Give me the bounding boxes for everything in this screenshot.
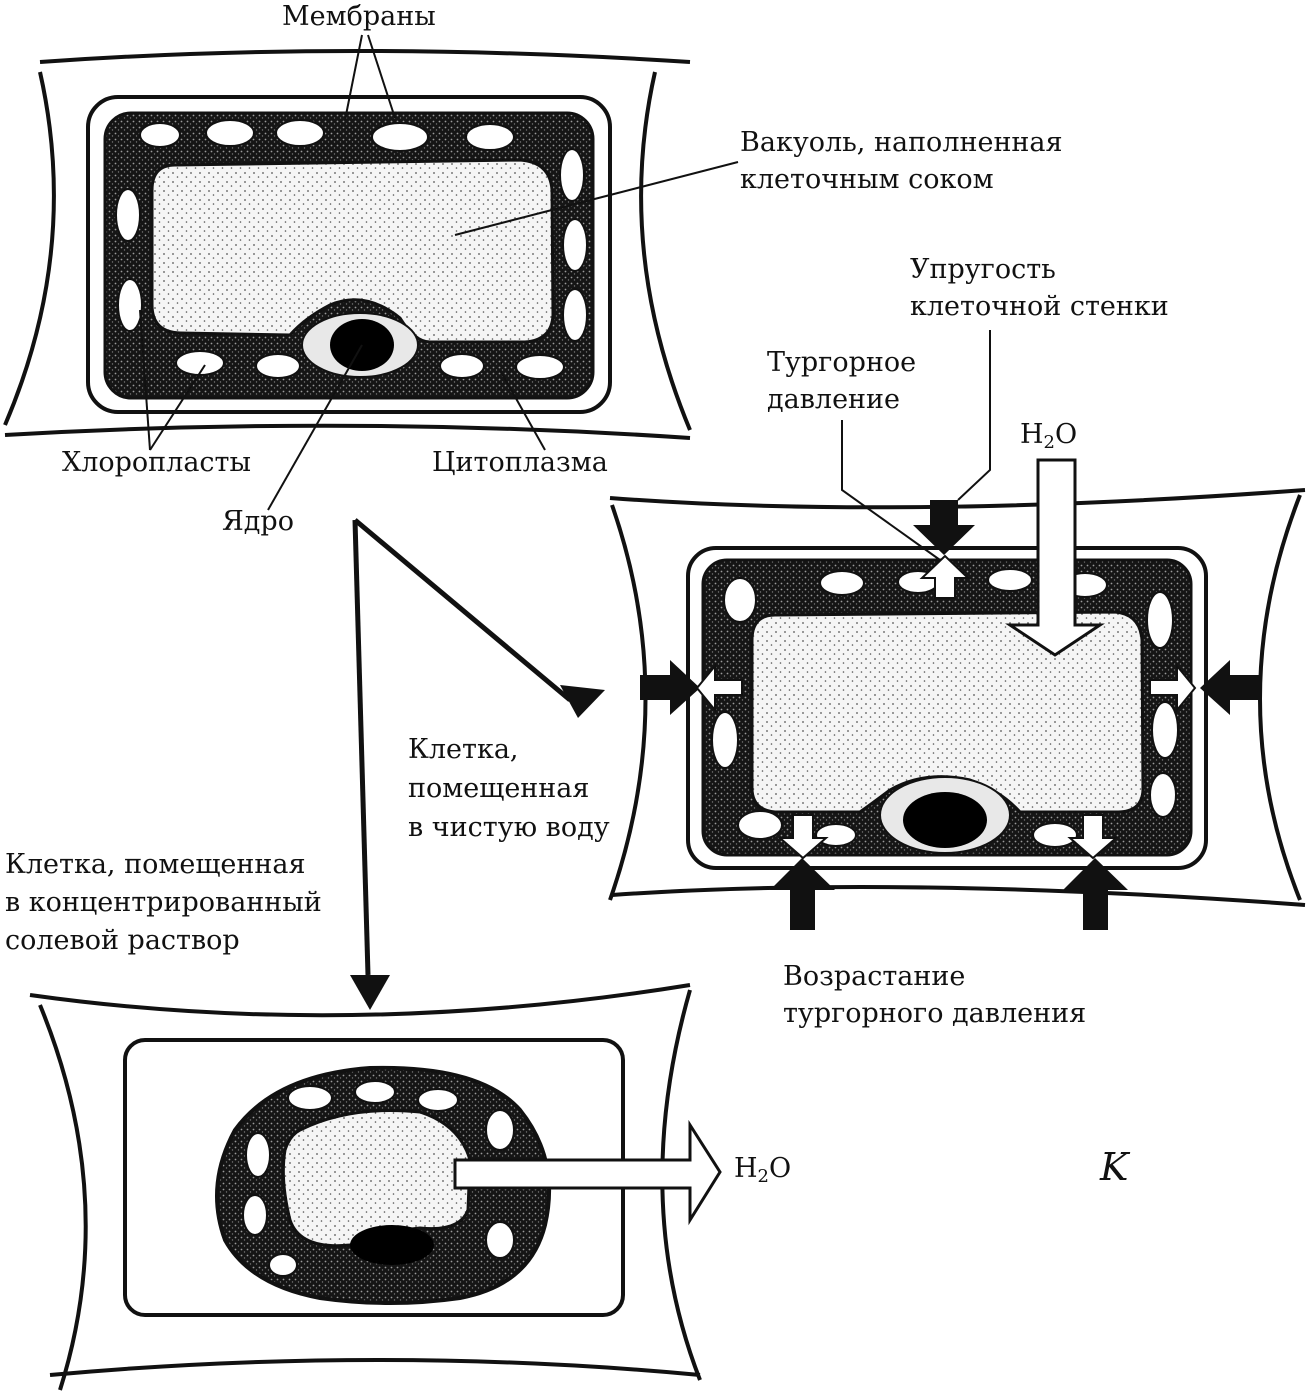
- label-pure-water-line1: Клетка,: [408, 734, 519, 765]
- label-water-in: H2O: [1020, 419, 1078, 453]
- nucleus: [350, 1225, 434, 1265]
- label-pure-water-line3: в чистую воду: [408, 812, 610, 843]
- label-nucleus: Ядро: [222, 506, 294, 537]
- label-cytoplasm: Цитоплазма: [432, 447, 608, 478]
- neighbor-wall-top: [29, 983, 691, 1018]
- label-membranes: Мембраны: [282, 1, 436, 32]
- label-vacuole-line1: Вакуоль, наполненная: [740, 127, 1063, 158]
- label-turgor-line2: давление: [767, 384, 901, 415]
- water-in-arrow: [1005, 458, 1105, 657]
- neighbor-wall-right: [660, 989, 702, 1381]
- vacuole: [281, 1109, 472, 1248]
- plasmolysed-cell: [29, 983, 722, 1391]
- neighbor-wall-right: [639, 71, 692, 431]
- label-pure-water-line2: помещенная: [408, 773, 590, 804]
- neighbor-wall-left: [608, 504, 648, 901]
- chloroplasts-top: [139, 119, 515, 152]
- wall-pressure-arrows: [640, 500, 1260, 930]
- neighbor-wall-top: [609, 488, 1306, 510]
- neighbor-wall-left: [38, 1004, 88, 1391]
- process-arrows: [350, 518, 605, 1010]
- label-elasticity-line2: клеточной стенки: [910, 291, 1169, 322]
- water-out-arrow: [453, 1119, 722, 1226]
- neighbor-wall-right: [1258, 494, 1302, 901]
- normal-cell: [3, 34, 739, 511]
- neighbor-wall-bottom: [49, 1358, 701, 1377]
- label-vacuole-line2: клеточным соком: [740, 164, 994, 195]
- leader-lines-top: [139, 34, 739, 511]
- label-chloroplasts: Хлоропласты: [62, 447, 251, 478]
- handwritten-mark: K: [1100, 1145, 1129, 1189]
- label-elasticity-line1: Упругость: [910, 254, 1056, 285]
- turgid-cell: [608, 330, 1306, 930]
- nucleus: [903, 792, 987, 848]
- chloroplasts-left: [115, 188, 143, 332]
- label-salt-line1: Клетка, помещенная: [5, 849, 306, 880]
- neighbor-wall-bottom: [611, 885, 1306, 907]
- neighbor-wall-left: [3, 71, 56, 426]
- label-salt-line3: солевой раствор: [5, 925, 240, 956]
- neighbor-wall-top: [39, 49, 691, 64]
- label-turgor-line1: Тургорное: [767, 347, 917, 378]
- label-increase-line2: тургорного давления: [783, 998, 1087, 1029]
- chloroplasts-right: [559, 148, 588, 342]
- turgor-arrows: [695, 554, 1197, 860]
- label-salt-line2: в концентрированный: [5, 887, 322, 918]
- chloroplasts: [242, 1080, 515, 1277]
- chloroplasts-bottom: [175, 350, 565, 380]
- label-increase-line1: Возрастание: [783, 961, 966, 992]
- neighbor-wall-bottom: [4, 423, 691, 440]
- leader-lines-right: [841, 330, 991, 561]
- vacuole: [150, 158, 555, 344]
- label-water-out: H2O: [734, 1153, 792, 1187]
